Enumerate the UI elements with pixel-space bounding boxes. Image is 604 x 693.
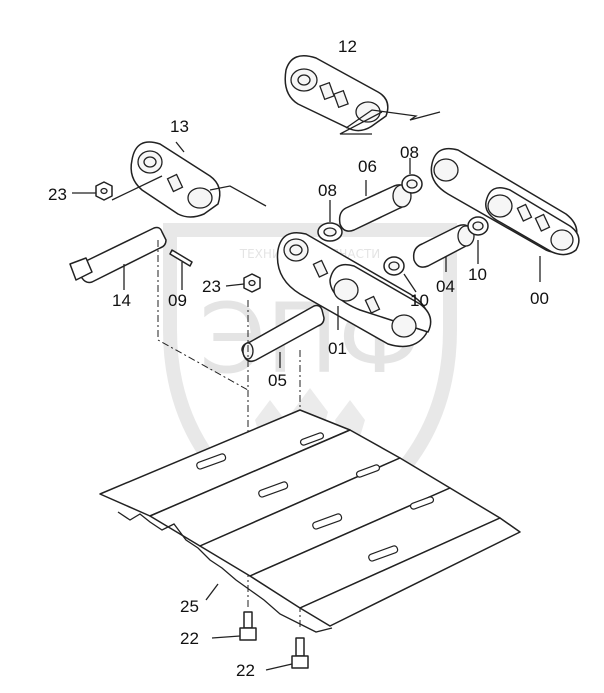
callout-08-right: 08 (400, 143, 419, 162)
callout-13: 13 (170, 117, 189, 136)
part-09-cotter (169, 249, 193, 267)
part-10-seal-left (383, 256, 405, 276)
part-10-seal-right (467, 216, 489, 236)
part-22-bolt-lower (291, 637, 309, 669)
callout-00: 00 (530, 289, 549, 308)
callout-25: 25 (180, 597, 199, 616)
part-01-track-link-middle (276, 232, 432, 348)
callout-10-right: 10 (468, 265, 487, 284)
callout-23-lower: 23 (202, 277, 221, 296)
part-12-track-link-top (284, 55, 389, 132)
part-22-bolt-upper (239, 611, 257, 641)
callout-04: 04 (436, 277, 455, 296)
part-23-nut-lower (243, 273, 261, 293)
part-25-track-shoes (99, 409, 521, 633)
part-23-nut-upper (95, 181, 113, 201)
part-13-track-link-left (130, 141, 221, 218)
part-08-seal-left (317, 222, 343, 242)
callout-05: 05 (268, 371, 287, 390)
callout-08-left: 08 (318, 181, 337, 200)
callout-22-lower: 22 (236, 661, 255, 680)
callout-14: 14 (112, 291, 131, 310)
part-14-pin (69, 226, 167, 284)
callout-10-left: 10 (410, 291, 429, 310)
part-08-seal-right (401, 174, 423, 194)
callout-06: 06 (358, 157, 377, 176)
callout-01: 01 (328, 339, 347, 358)
callout-12: 12 (338, 37, 357, 56)
callout-23-upper: 23 (48, 185, 67, 204)
callout-09: 09 (168, 291, 187, 310)
callout-22-upper: 22 (180, 629, 199, 648)
part-00-track-link-right (430, 147, 580, 256)
